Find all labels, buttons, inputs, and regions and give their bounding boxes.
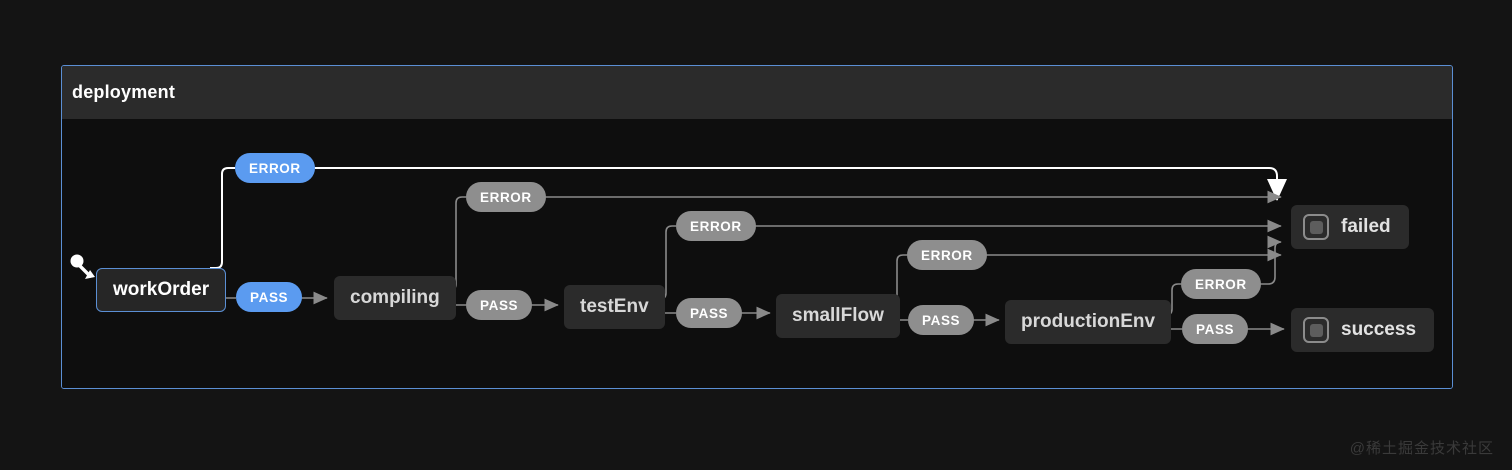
start-node-marker	[70, 254, 95, 279]
edge-badge-pass-smallflow[interactable]: PASS	[908, 305, 975, 335]
badge-label: PASS	[480, 297, 519, 313]
node-label: workOrder	[113, 279, 210, 300]
node-compiling[interactable]: compiling	[334, 276, 456, 320]
node-failed[interactable]: failed	[1291, 205, 1409, 249]
node-smallflow[interactable]: smallFlow	[776, 294, 900, 338]
stop-icon	[1303, 317, 1329, 343]
edge-badge-pass-workorder[interactable]: PASS	[236, 282, 303, 312]
edge-badge-error-smallflow[interactable]: ERROR	[907, 240, 987, 270]
node-productionenv[interactable]: productionEnv	[1005, 300, 1172, 344]
edge-badge-pass-compiling[interactable]: PASS	[466, 290, 533, 320]
page-title: deployment	[72, 82, 176, 102]
edge-badge-error-compiling[interactable]: ERROR	[466, 182, 546, 212]
badge-label: ERROR	[1195, 276, 1247, 292]
badge-label: PASS	[1196, 321, 1235, 337]
node-testenv[interactable]: testEnv	[564, 285, 665, 329]
node-workorder[interactable]: workOrder	[96, 268, 227, 312]
node-label: productionEnv	[1021, 311, 1156, 332]
badge-label: ERROR	[690, 218, 742, 234]
badge-label: ERROR	[249, 160, 301, 176]
node-label: compiling	[350, 287, 440, 308]
node-label: testEnv	[580, 296, 649, 317]
panel-header: deployment	[62, 66, 1452, 119]
node-success[interactable]: success	[1291, 308, 1435, 352]
edge-badge-error-productionenv[interactable]: ERROR	[1181, 269, 1261, 299]
badge-label: PASS	[922, 312, 961, 328]
deployment-group-panel[interactable]: deployment	[61, 65, 1453, 389]
edge-badge-error-workorder[interactable]: ERROR	[235, 153, 315, 183]
edge-badge-pass-productionenv[interactable]: PASS	[1182, 314, 1249, 344]
node-label: failed	[1341, 216, 1391, 237]
watermark: @稀土掘金技术社区	[1349, 440, 1494, 457]
edge-badge-pass-testenv[interactable]: PASS	[676, 298, 743, 328]
badge-label: ERROR	[480, 189, 532, 205]
edge-badge-error-testenv[interactable]: ERROR	[676, 211, 756, 241]
badge-label: PASS	[250, 289, 289, 305]
node-label: smallFlow	[792, 305, 884, 326]
badge-label: ERROR	[921, 247, 973, 263]
node-label: success	[1341, 319, 1417, 340]
stop-icon	[1303, 214, 1329, 240]
badge-label: PASS	[690, 305, 729, 321]
